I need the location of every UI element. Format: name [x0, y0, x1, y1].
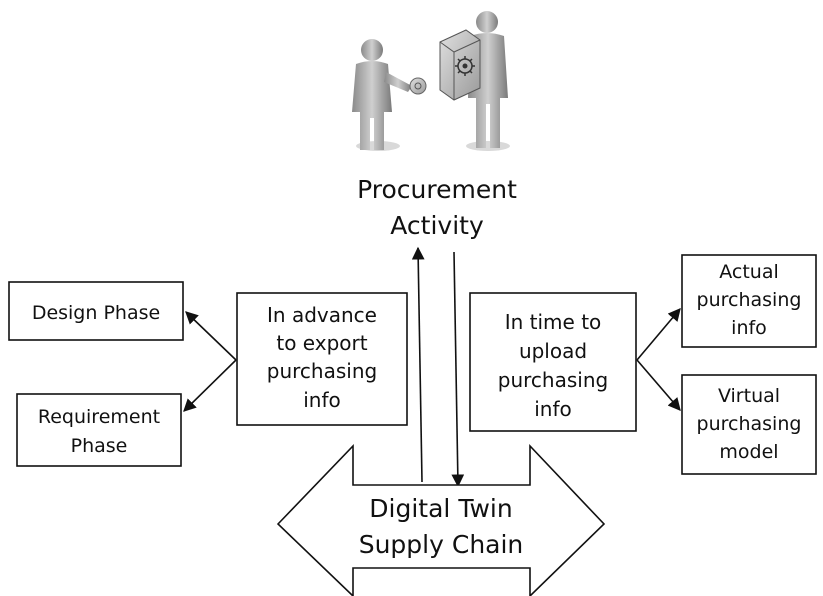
upload-info-line1: In time to — [505, 310, 602, 334]
arrow-down-to-supply-chain — [451, 251, 465, 488]
procurement-title-line2: Activity — [390, 211, 484, 240]
arrow-to-requirement-phase — [183, 359, 237, 412]
upload-info-box: In time to upload purchasing info — [469, 292, 637, 432]
actual-info-line3: info — [731, 317, 767, 339]
upload-info-line4: info — [534, 397, 572, 421]
requirement-phase-box: Requirement Phase — [16, 393, 182, 467]
export-info-line1: In advance — [267, 303, 377, 327]
export-info-line2: to export — [276, 331, 367, 355]
arrow-up-to-procurement — [411, 246, 425, 483]
supply-chain-line2: Supply Chain — [359, 530, 524, 559]
actual-info-line1: Actual — [719, 261, 779, 283]
requirement-phase-line2: Phase — [71, 435, 128, 457]
handover-people-icon — [352, 11, 510, 151]
virtual-model-box: Virtual purchasing model — [681, 374, 817, 475]
export-info-box: In advance to export purchasing info — [236, 292, 408, 426]
supply-chain-line1: Digital Twin — [369, 494, 512, 523]
virtual-model-line1: Virtual — [718, 385, 780, 407]
export-info-line4: info — [303, 388, 341, 412]
design-phase-label: Design Phase — [32, 302, 160, 324]
virtual-model-line2: purchasing — [697, 413, 802, 435]
supply-chain-block-arrow: Digital Twin Supply Chain — [276, 443, 606, 596]
arrow-to-virtual-model — [636, 359, 681, 411]
procurement-title-line1: Procurement — [357, 175, 517, 204]
actual-info-line2: purchasing — [697, 289, 802, 311]
virtual-model-line3: model — [719, 441, 778, 463]
requirement-phase-line1: Requirement — [38, 406, 160, 428]
export-info-line3: purchasing — [267, 359, 377, 383]
upload-info-line3: purchasing — [498, 368, 608, 392]
arrow-to-design-phase — [185, 311, 237, 361]
arrow-to-actual-info — [636, 308, 681, 361]
design-phase-box: Design Phase — [8, 281, 184, 341]
upload-info-line2: upload — [519, 339, 587, 363]
actual-info-box: Actual purchasing info — [681, 254, 817, 348]
